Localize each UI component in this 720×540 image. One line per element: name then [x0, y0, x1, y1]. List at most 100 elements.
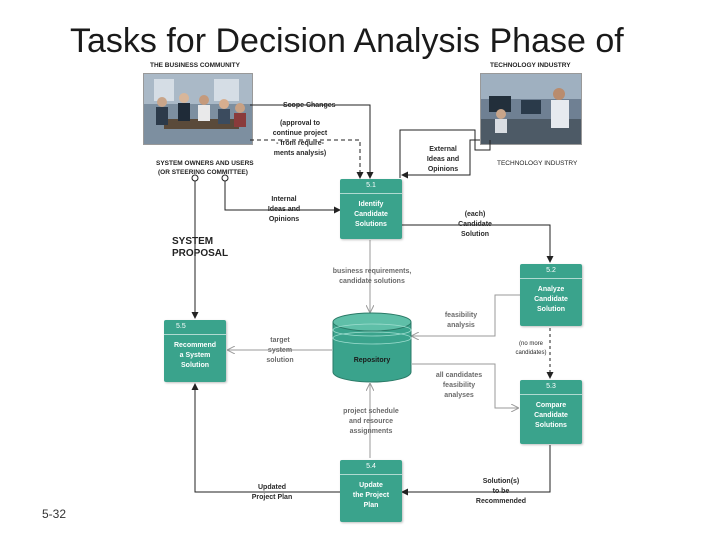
business-req-line: business requirements, — [332, 268, 412, 275]
solutions-recommended-label: Solution(s) to be Recommended — [470, 477, 532, 507]
target-line: system — [267, 347, 293, 354]
process-5-5-line: a System — [179, 352, 211, 359]
process-5-1-line: Candidate — [354, 211, 388, 218]
technology-workers-photo — [480, 73, 582, 145]
system-owners-caption: SYSTEM OWNERS AND USERS — [156, 160, 254, 167]
all-candidates-line: feasibility — [442, 382, 476, 389]
process-5-4-text: Update the Project Plan — [340, 475, 402, 511]
each-candidate-line: (each) — [464, 211, 486, 218]
business-meeting-photo — [143, 73, 253, 145]
business-req-line: candidate solutions — [339, 278, 405, 285]
process-5-2-line: Candidate — [534, 296, 568, 303]
approval-line: continue project — [272, 130, 328, 137]
process-5-5-line: Solution — [181, 362, 209, 369]
process-5-1-identify: 5.1 Identify Candidate Solutions — [340, 179, 402, 239]
each-candidate-line: Candidate — [458, 221, 492, 228]
repository-cylinder — [332, 312, 412, 383]
approval-line: - from require- — [276, 140, 324, 147]
process-5-3-line: Compare — [535, 402, 567, 409]
business-community-caption: THE BUSINESS COMMUNITY — [150, 62, 240, 69]
system-proposal-line1: SYSTEM — [172, 236, 214, 247]
internal-line: Opinions — [268, 216, 300, 223]
steering-committee-caption: (OR STEERING COMMITTEE) — [158, 169, 248, 176]
solutions-recommended-line: Solution(s) — [482, 478, 520, 485]
internal-ideas-label: Internal Ideas and Opinions — [262, 195, 306, 225]
no-more-line: (no more — [518, 341, 543, 347]
feasibility-line: analysis — [447, 322, 475, 329]
business-requirements-label: business requirements, candidate solutio… — [325, 267, 419, 287]
each-candidate-label: (each) Candidate Solution — [452, 210, 498, 240]
repository-label: Repository — [353, 357, 391, 364]
feasibility-line: feasibility — [444, 312, 478, 319]
each-candidate-arrow — [402, 224, 554, 263]
technology-industry-label: TECHNOLOGY INDUSTRY — [497, 160, 578, 167]
updated-plan-arrow — [191, 383, 340, 493]
internal-line: Ideas and — [267, 206, 301, 213]
approval-dashed-line — [250, 139, 364, 179]
process-5-3-compare: 5.3 Compare Candidate Solutions — [520, 380, 582, 444]
updated-plan-line: Updated — [258, 484, 286, 491]
approval-label: (approval to continue project - from req… — [265, 119, 335, 159]
process-5-4-line: the Project — [352, 492, 390, 499]
target-solution-label: target system solution — [260, 336, 300, 366]
technology-industry-caption: TECHNOLOGY INDUSTRY — [490, 62, 571, 69]
system-proposal-line2: PROPOSAL — [172, 248, 229, 259]
process-5-1-line: Identify — [358, 201, 384, 208]
external-line: Opinions — [427, 166, 459, 173]
internal-line: Internal — [271, 196, 297, 203]
process-5-5-line: Recommend — [173, 342, 216, 349]
process-5-1-text: Identify Candidate Solutions — [340, 194, 402, 230]
slide-number: 5-32 — [42, 507, 67, 521]
approval-line: (approval to — [279, 120, 321, 127]
no-more-candidates-label: (no more candidates) — [511, 340, 551, 358]
slide-title: Tasks for Decision Analysis Phase of — [70, 22, 624, 60]
project-schedule-label: project schedule and resource assignment… — [335, 407, 407, 437]
all-candidates-arrow — [412, 363, 518, 408]
scope-changes-arrow — [250, 104, 374, 179]
solutions-recommended-line: Recommended — [475, 498, 527, 505]
updated-plan-line: Project Plan — [251, 494, 293, 501]
feasibility-arrow — [412, 294, 520, 336]
project-schedule-line: assignments — [349, 428, 393, 435]
process-5-3-text: Compare Candidate Solutions — [520, 395, 582, 431]
feasibility-analysis-label: feasibility analysis — [438, 311, 484, 331]
target-line: solution — [266, 357, 294, 364]
process-5-4-line: Update — [359, 482, 383, 489]
process-5-5-number: 5.5 — [164, 320, 226, 335]
external-ideas-label: External Ideas and Opinions — [420, 145, 466, 175]
each-candidate-line: Solution — [461, 231, 489, 238]
internal-ideas-arrow — [224, 178, 341, 214]
process-5-2-line: Solution — [537, 306, 565, 313]
scope-changes-label: Scope Changes — [283, 102, 336, 109]
solutions-recommended-arrow — [401, 445, 551, 496]
process-5-2-text: Analyze Candidate Solution — [520, 279, 582, 315]
all-candidates-line: all candidates — [435, 372, 483, 379]
process-5-3-line: Solutions — [535, 422, 567, 429]
process-5-4-line: Plan — [363, 502, 379, 509]
process-5-5-text: Recommend a System Solution — [164, 335, 226, 371]
external-ideas-arrow-2 — [401, 139, 480, 179]
all-candidates-line: analyses — [444, 392, 474, 399]
project-schedule-line: project schedule — [343, 408, 399, 415]
process-5-1-number: 5.1 — [340, 179, 402, 194]
solutions-recommended-line: to be — [492, 488, 510, 495]
process-5-3-number: 5.3 — [520, 380, 582, 395]
all-candidates-label: all candidates feasibility analyses — [428, 371, 490, 401]
process-5-2-number: 5.2 — [520, 264, 582, 279]
process-5-2-line: Analyze — [537, 286, 565, 293]
process-5-4-update: 5.4 Update the Project Plan — [340, 460, 402, 522]
external-line: External — [429, 146, 457, 153]
updated-plan-label: Updated Project Plan — [244, 483, 300, 503]
project-schedule-line: and resource — [349, 418, 393, 425]
process-5-2-analyze: 5.2 Analyze Candidate Solution — [520, 264, 582, 326]
system-proposal-label: SYSTEM PROPOSAL — [172, 236, 228, 260]
target-line: target — [270, 337, 290, 344]
approval-line: ments analysis) — [273, 150, 327, 157]
process-5-5-recommend: 5.5 Recommend a System Solution — [164, 320, 226, 382]
process-5-1-line: Solutions — [355, 221, 387, 228]
process-5-3-line: Candidate — [534, 412, 568, 419]
external-line: Ideas and — [426, 156, 460, 163]
process-5-4-number: 5.4 — [340, 460, 402, 475]
no-more-line: candidates) — [515, 350, 547, 356]
